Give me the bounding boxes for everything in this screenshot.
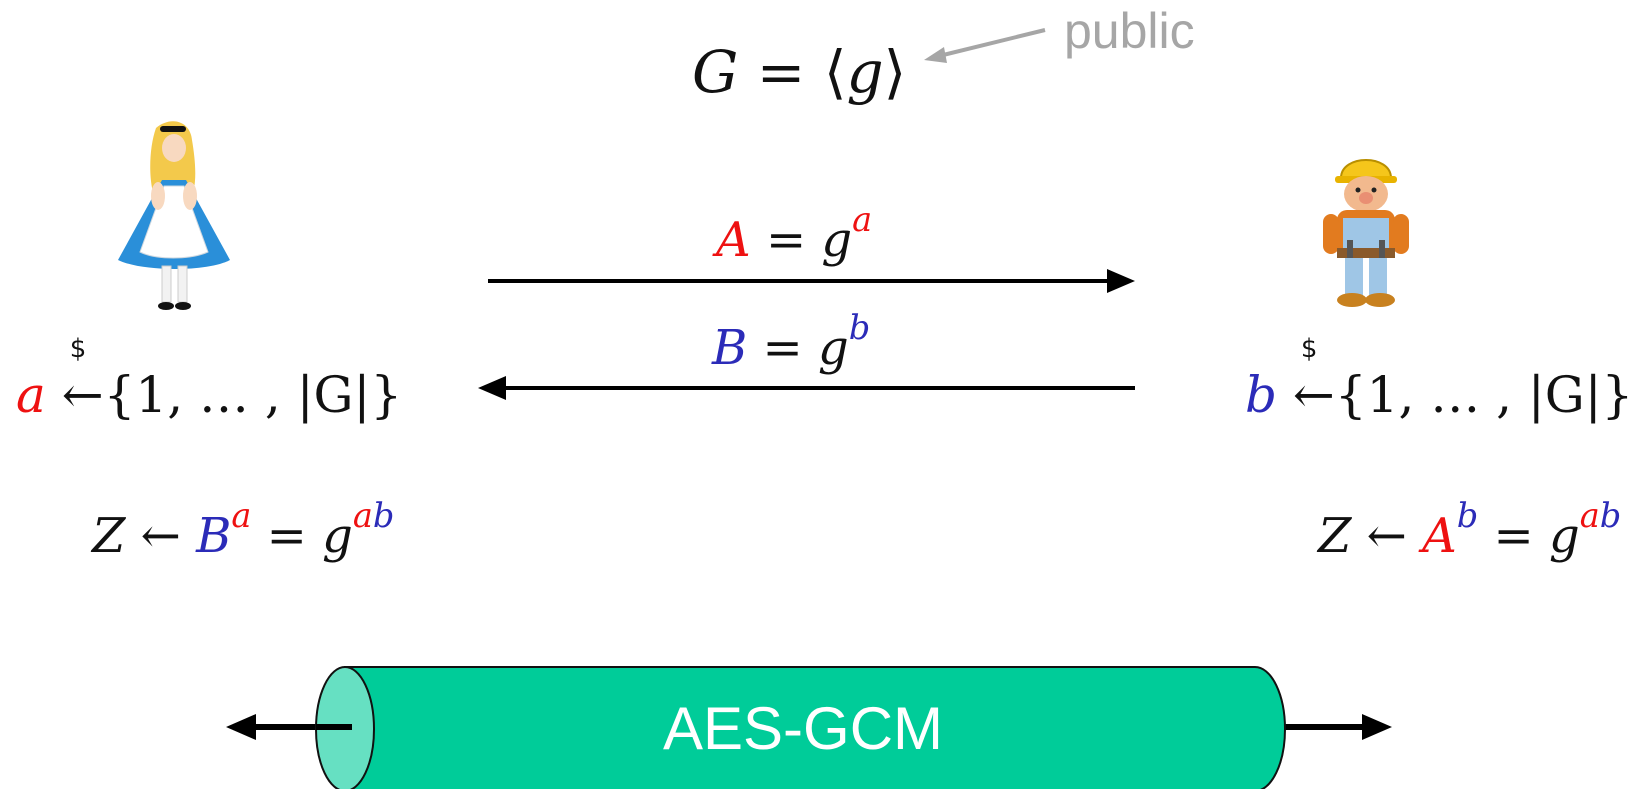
generator-symbol: g	[846, 38, 884, 106]
message-bob-to-alice: B = gb	[712, 311, 870, 376]
result-exponent-b: b	[372, 495, 395, 535]
bob-secret-sampling: b $ ← {1, … , |G|}	[1245, 334, 1634, 424]
aes-gcm-tunnel	[315, 666, 1286, 789]
result-exponent-a: a	[352, 495, 373, 535]
key-exponent-b: b	[1456, 495, 1479, 535]
left-arrow-glyph: ←	[61, 366, 104, 424]
alice-secret-a: a	[16, 366, 46, 424]
dollar-sign: $	[69, 334, 87, 364]
dollar-sign: $	[1300, 334, 1318, 364]
tunnel-right-arrow	[1284, 714, 1392, 740]
group-symbol: G	[692, 38, 739, 106]
random-sample-arrow: $ ←	[61, 334, 104, 424]
tunnel-label: AES-GCM	[663, 695, 944, 762]
bob-the-builder-illustration	[1323, 159, 1409, 307]
generator-symbol: g	[818, 320, 849, 376]
generator-symbol: g	[821, 212, 853, 268]
public-value-A: A	[716, 212, 751, 268]
public-value-B: B	[712, 320, 748, 376]
key-base-A: A	[1422, 508, 1457, 564]
alice-illustration	[118, 121, 230, 310]
alice-shared-key: Z ← Ba = gab	[92, 499, 394, 564]
arrow-alice-to-bob	[488, 269, 1135, 293]
public-label: public	[1064, 3, 1195, 59]
equals-sign: =	[765, 212, 807, 268]
group-definition: G = ⟨g⟩	[692, 38, 906, 106]
bob-shared-key: Z ← Ab = gab	[1318, 499, 1621, 564]
sample-set: {1, … , |G|}	[103, 366, 403, 424]
key-lhs: Z ←	[92, 508, 197, 564]
sample-set: {1, … , |G|}	[1334, 366, 1634, 424]
equals-sign: =	[762, 320, 803, 376]
public-pointer-arrow	[924, 28, 1046, 63]
exponent-b: b	[848, 307, 871, 347]
random-sample-arrow: $ ←	[1292, 334, 1335, 424]
arrow-bob-to-alice	[478, 376, 1135, 400]
bob-secret-b: b	[1245, 366, 1278, 424]
result-exponent-a: a	[1579, 495, 1600, 535]
key-base-B: B	[196, 508, 232, 564]
equals-sign: =	[756, 38, 806, 106]
exponent-a: a	[852, 199, 873, 239]
angle-open: ⟨	[823, 38, 847, 106]
key-exponent-a: a	[231, 495, 252, 535]
left-arrow-glyph: ←	[1292, 366, 1335, 424]
key-lhs: Z ←	[1318, 508, 1423, 564]
angle-close: ⟩	[883, 38, 907, 106]
key-equals-g: = g	[251, 508, 353, 564]
alice-secret-sampling: a $ ← {1, … , |G|}	[16, 334, 403, 424]
message-alice-to-bob: A = ga	[716, 203, 872, 268]
key-equals-g: = g	[1478, 508, 1580, 564]
result-exponent-b: b	[1599, 495, 1622, 535]
